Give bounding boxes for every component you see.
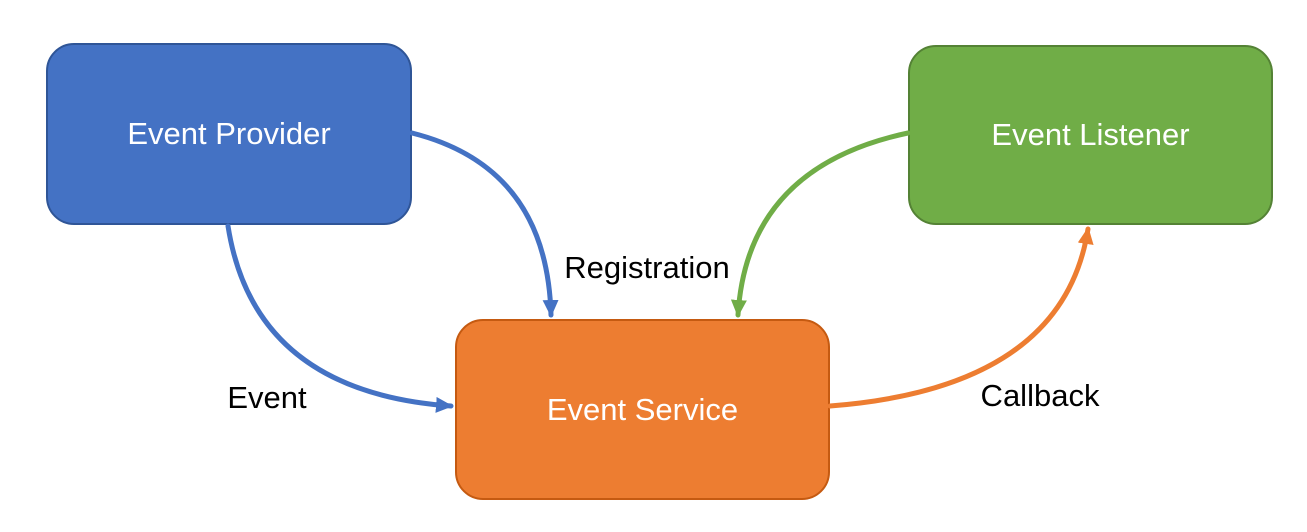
edge-provider-registration: [409, 130, 559, 318]
node-event-provider: Event Provider: [46, 43, 412, 225]
node-event-service-label: Event Service: [546, 391, 739, 427]
edge-label-event: Event: [227, 380, 307, 415]
edge-label-registration: Registration: [564, 250, 730, 285]
edge-label-callback: Callback: [980, 378, 1100, 413]
node-event-provider-label: Event Provider: [127, 116, 331, 151]
node-event-service: Event Service: [455, 319, 830, 500]
edge-listener-registration: [730, 130, 911, 318]
edge-provider-event: [225, 223, 454, 413]
node-event-listener-label: Event Listener: [991, 117, 1190, 152]
node-event-listener: Event Listener: [908, 45, 1273, 225]
